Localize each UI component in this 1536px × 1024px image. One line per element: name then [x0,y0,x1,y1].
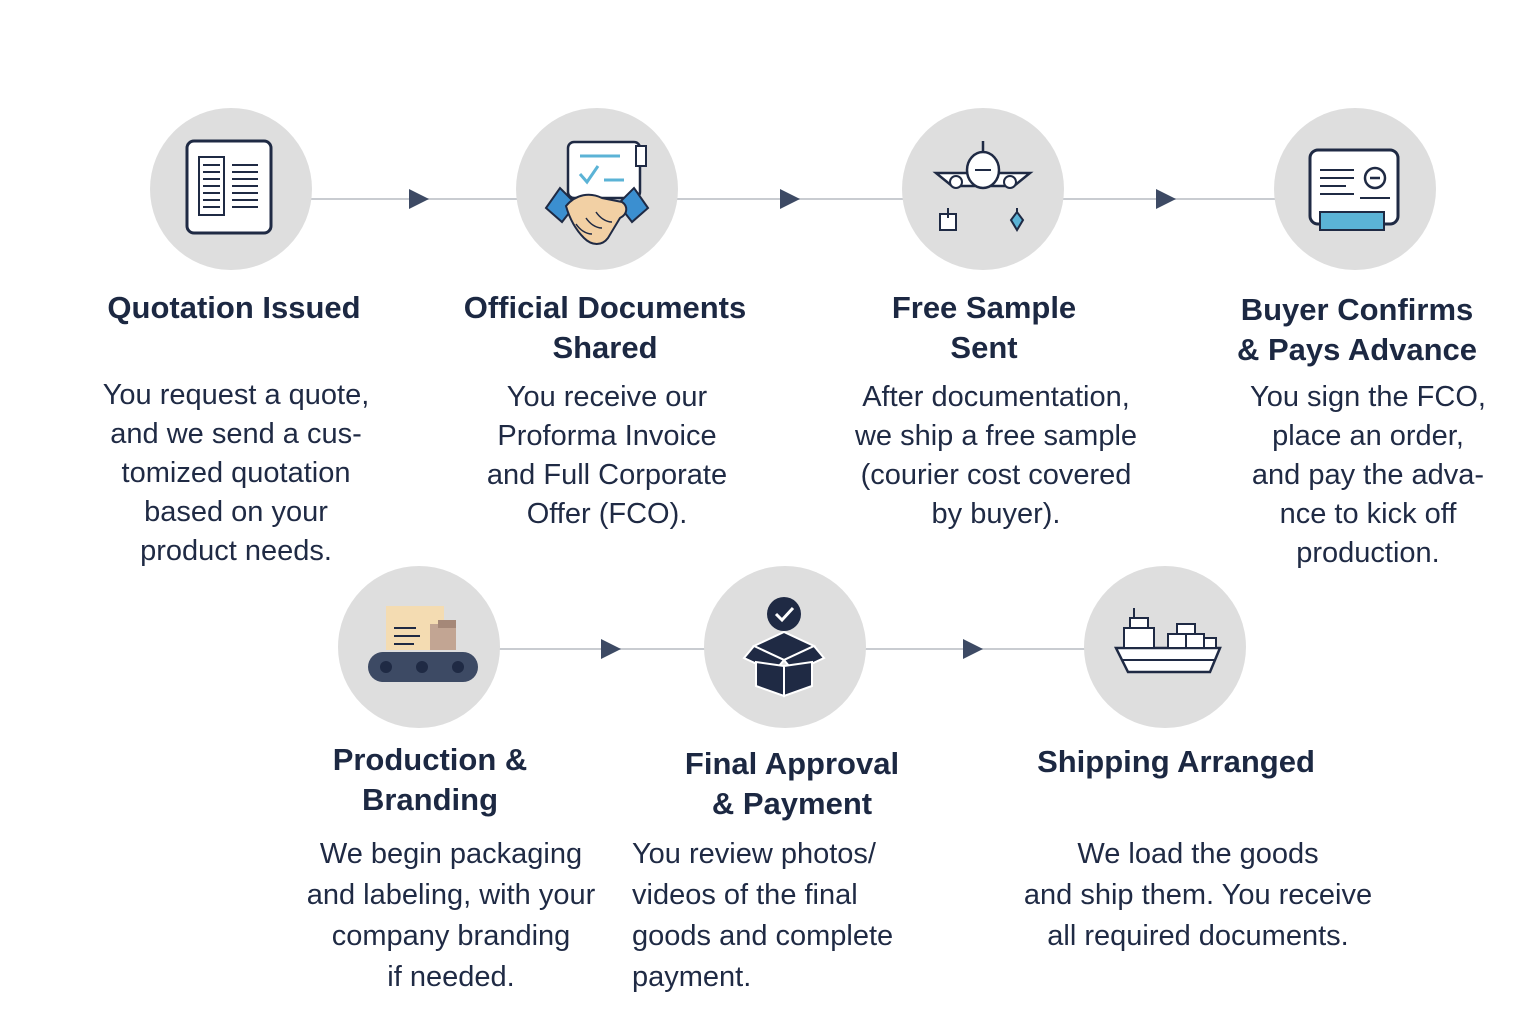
step-1-title: Quotation Issued [107,290,361,325]
document-icon [185,139,273,235]
arrow-2-3-icon [780,189,800,209]
arrow-1-2-icon [409,189,429,209]
step-2-description: You receive our Proforma Invoice and Ful… [486,381,728,530]
step-1-circle [150,108,312,270]
step-5-description: We begin packaging and labeling, with yo… [306,838,596,993]
step-3-title: Free Sample Sent [891,290,1077,365]
arrow-5-6-icon [601,639,621,659]
step-6-circle [704,566,866,728]
step-2-circle [516,108,678,270]
step-4-title: Buyer Confirms & Pays Advance [1236,292,1478,367]
payment-card-icon [1308,148,1400,231]
approved-box-icon [742,597,826,698]
arrow-6-7-icon [963,639,983,659]
step-2-title: Official Documents Shared [463,290,747,365]
step-6-title: Final Approval & Payment [684,746,900,821]
step-7-description: We load the goods and ship them. You rec… [1023,838,1373,952]
step-3-circle [902,108,1064,270]
step-1-description: You request a quote, and we send a cus- … [102,379,370,567]
step-4-circle [1274,108,1436,270]
step-6-description: You review photos/ videos of the final g… [632,838,894,993]
step-4-description: You sign the FCO, place an order, and pa… [1250,381,1486,569]
step-5-circle [338,566,500,728]
airplane-icon [932,141,1034,232]
handshake-icon [544,140,650,245]
step-7-title: Shipping Arranged [1037,744,1315,779]
arrow-3-4-icon [1156,189,1176,209]
step-5-title: Production & Branding [332,742,528,817]
conveyor-icon [368,606,478,682]
step-7-circle [1084,566,1246,728]
step-3-description: After documentation, we ship a free samp… [854,381,1138,530]
cargo-ship-icon [1113,608,1222,674]
